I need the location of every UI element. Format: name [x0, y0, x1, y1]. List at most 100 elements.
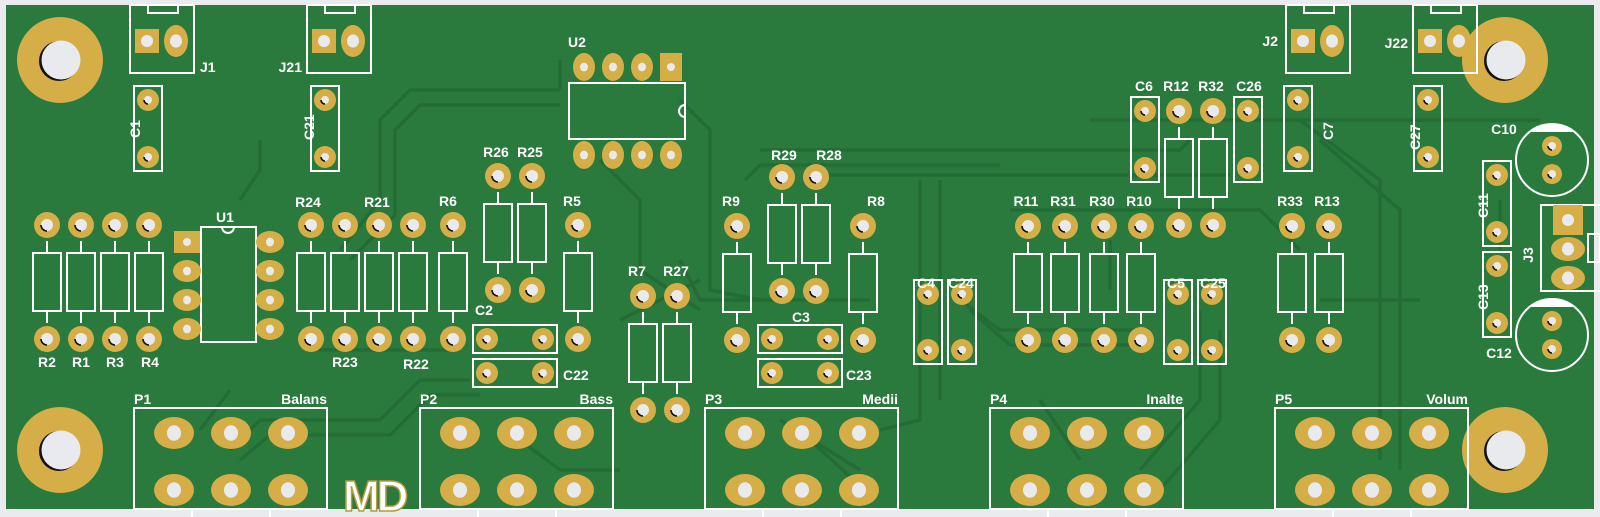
pad-oval: [573, 141, 595, 169]
hole-shadow: [525, 289, 533, 297]
hole-shadow: [74, 224, 82, 232]
pad-oval: [1124, 417, 1164, 449]
pad: [1134, 157, 1156, 179]
silkscreen-outline: [767, 204, 797, 264]
drill-hole: [109, 219, 121, 231]
resistor-r32: [1198, 98, 1228, 238]
pad: [1486, 312, 1508, 334]
drill-hole: [609, 62, 617, 72]
drill-hole: [281, 425, 295, 441]
drill-hole: [1294, 153, 1302, 161]
pad: [1052, 213, 1078, 239]
pad-oval: [211, 474, 251, 506]
resistor-label: R11: [1014, 193, 1039, 209]
hole-shadow: [538, 372, 544, 378]
potentiometer-function: Inalte: [1146, 391, 1183, 407]
hole-shadow: [304, 338, 312, 346]
pad: [1237, 157, 1259, 179]
pad: [1542, 136, 1562, 156]
hole-shadow: [108, 224, 116, 232]
pad: [485, 277, 511, 303]
drill-hole: [492, 284, 504, 296]
hole-shadow: [823, 372, 829, 378]
logo: MD: [343, 472, 407, 517]
pad-oval: [440, 474, 480, 506]
hole-shadow: [1243, 110, 1249, 116]
hole-shadow: [636, 409, 644, 417]
drill-hole: [1422, 482, 1436, 498]
resistor-r24: [296, 212, 326, 352]
resistor-label: R9: [722, 193, 740, 209]
ic-label: U2: [568, 34, 586, 50]
pad-oval: [497, 417, 537, 449]
silkscreen-outline: [1013, 253, 1043, 313]
hole-shadow: [406, 338, 414, 346]
copper-trace: [1318, 138, 1402, 470]
ic-u1: [173, 226, 284, 343]
drill-hole: [1135, 220, 1147, 232]
drill-hole: [339, 333, 351, 345]
drill-hole: [638, 150, 646, 160]
mounting-hole: [1462, 407, 1548, 493]
pad-square: [312, 29, 336, 53]
copper-trace: [1038, 399, 1082, 461]
resistor-label: R29: [771, 147, 797, 163]
connector-label: J21: [279, 59, 303, 75]
drill-hole: [1208, 290, 1216, 298]
pad: [724, 327, 750, 353]
pad: [1091, 213, 1117, 239]
drill-hole: [1493, 228, 1501, 236]
resistor-r4: [134, 212, 164, 352]
capacitor-c27: [1413, 85, 1443, 172]
silkscreen-outline: [364, 252, 394, 312]
silkscreen-outline: [947, 279, 977, 365]
pad-oval: [211, 417, 251, 449]
pad: [298, 212, 324, 238]
pad-oval: [782, 474, 822, 506]
pad: [1316, 213, 1342, 239]
pad: [68, 212, 94, 238]
mounting-holes: [17, 17, 1548, 493]
drill-hole: [1424, 35, 1436, 47]
drill-hole: [609, 150, 617, 160]
resistor-r3: [100, 212, 130, 352]
capacitor-label: C24: [948, 275, 974, 291]
capacitor-label: C10: [1491, 121, 1517, 137]
pad: [1279, 213, 1305, 239]
drill-hole: [1365, 425, 1379, 441]
hole-shadow: [446, 224, 454, 232]
pad: [850, 327, 876, 353]
hole-shadow: [1547, 145, 1553, 151]
drill-hole: [167, 425, 181, 441]
pad-oval: [1124, 474, 1164, 506]
resistor-r5: [563, 212, 593, 352]
hole-shadow: [957, 349, 963, 355]
pad: [68, 326, 94, 352]
drill-hole: [1135, 334, 1147, 346]
drill-hole: [1098, 334, 1110, 346]
hole-shadow: [856, 225, 864, 233]
hole-shadow: [571, 224, 579, 232]
drill-hole: [958, 290, 966, 298]
drill-hole: [1286, 220, 1298, 232]
potentiometer-p4: [989, 407, 1184, 517]
drill-hole: [1562, 214, 1574, 226]
pad-oval: [256, 318, 284, 340]
drill-hole: [1137, 425, 1151, 441]
silkscreen-outline: [1163, 279, 1193, 365]
silkscreen-outline: [296, 252, 326, 312]
hole-shadow: [74, 338, 82, 346]
pad-oval: [440, 417, 480, 449]
connector-j22: [1412, 4, 1478, 74]
pad: [332, 212, 358, 238]
hole-shadow: [446, 338, 454, 346]
capacitor-label: C21: [301, 114, 317, 140]
silkscreen-outline: [1130, 96, 1160, 183]
resistor-label: R5: [563, 193, 581, 209]
drill-hole: [1059, 220, 1071, 232]
drill-hole: [731, 220, 743, 232]
pad: [1128, 213, 1154, 239]
capacitor-label: C4: [917, 275, 935, 291]
